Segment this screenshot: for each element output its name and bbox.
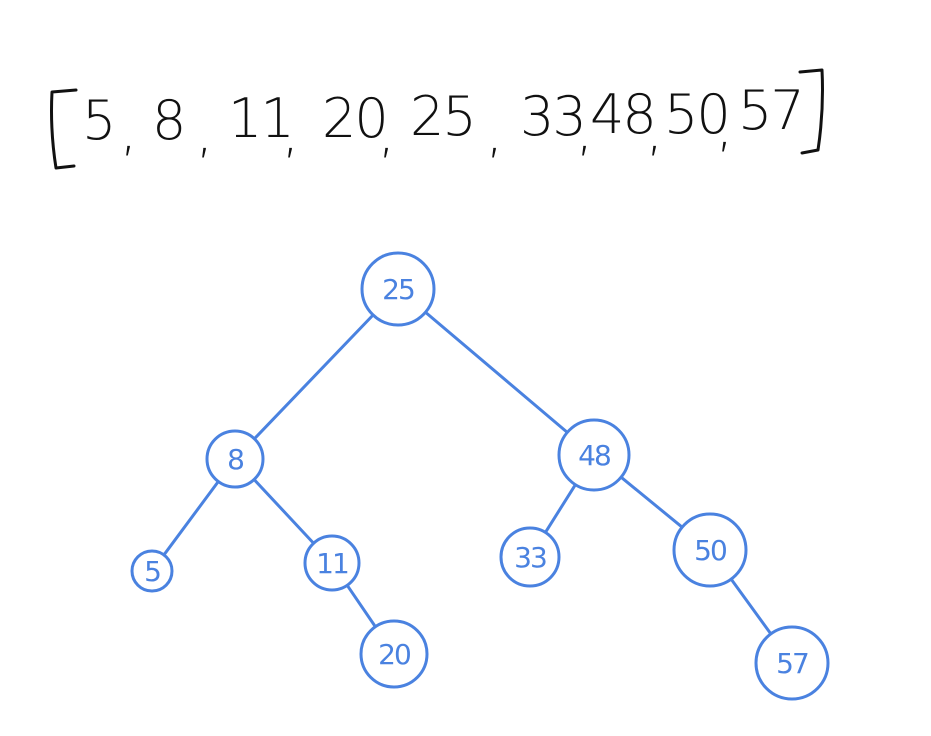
tree-node-label: 11	[316, 547, 348, 580]
array-item-33: 33	[520, 85, 587, 148]
array-brackets	[50, 68, 824, 170]
array-comma: ,	[282, 101, 300, 164]
tree-node-circle	[672, 512, 748, 588]
tree-node-label: 5	[144, 555, 160, 588]
array-item-20: 20	[322, 87, 389, 150]
tree-node-33: 33	[499, 526, 561, 588]
tree-edge-n8-n11	[252, 477, 316, 545]
array-item-57: 57	[738, 79, 805, 142]
tree-node-circle	[130, 549, 174, 593]
tree-node-label: 57	[776, 647, 808, 680]
array-comma: ,	[196, 101, 214, 164]
array-comma: ,	[646, 99, 664, 162]
array-item-25: 25	[410, 85, 477, 148]
tree-edge-n11-n20	[345, 583, 377, 629]
array-item-5: 5	[82, 89, 116, 152]
sorted-array: 5 , 8 , 11 , 20 , 25 , 33 , 48 , 50 , 57	[0, 0, 931, 200]
array-item-8: 8	[152, 89, 186, 152]
tree-node-label: 20	[378, 638, 410, 671]
close-bracket	[798, 68, 824, 155]
array-comma: ,	[378, 101, 396, 164]
tree-node-25: 25	[360, 251, 436, 327]
tree-edge-n48-n33	[543, 483, 577, 534]
tree-edge-n8-n5	[162, 479, 220, 557]
tree-node-circle	[557, 418, 631, 492]
tree-node-50: 50	[672, 512, 748, 588]
tree-node-label: 8	[227, 443, 243, 476]
open-bracket	[50, 88, 78, 170]
array-comma: ,	[120, 99, 138, 162]
tree-node-8: 8	[205, 429, 265, 489]
array-item-48: 48	[590, 83, 657, 146]
tree-node-circle	[754, 625, 830, 701]
tree-node-11: 11	[303, 534, 361, 592]
tree-node-label: 33	[514, 541, 546, 574]
tree-node-circle	[205, 429, 265, 489]
tree-edges	[162, 310, 773, 636]
tree-node-circle	[499, 526, 561, 588]
tree-node-57: 57	[754, 625, 830, 701]
tree-node-circle	[359, 619, 429, 689]
tree-node-label: 48	[578, 439, 610, 472]
tree-node-label: 25	[382, 273, 414, 306]
tree-node-48: 48	[557, 418, 631, 492]
array-comma: ,	[576, 99, 594, 162]
tree-edge-n25-n48	[423, 310, 569, 434]
array-comma: ,	[486, 101, 504, 164]
tree-nodes: 25 8 48 5 11 20 33 50 57	[130, 251, 830, 701]
tree-edge-n25-n8	[252, 313, 375, 441]
tree-node-label: 50	[694, 534, 726, 567]
tree-edge-n50-n57	[729, 577, 773, 636]
array-comma: ,	[716, 95, 734, 158]
tree-node-20: 20	[359, 619, 429, 689]
tree-node-circle	[360, 251, 436, 327]
array-item-50: 50	[664, 83, 731, 146]
tree-edge-n48-n50	[619, 475, 684, 529]
tree-node-circle	[303, 534, 361, 592]
tree-node-5: 5	[130, 549, 174, 593]
array-item-11: 11	[228, 87, 295, 150]
